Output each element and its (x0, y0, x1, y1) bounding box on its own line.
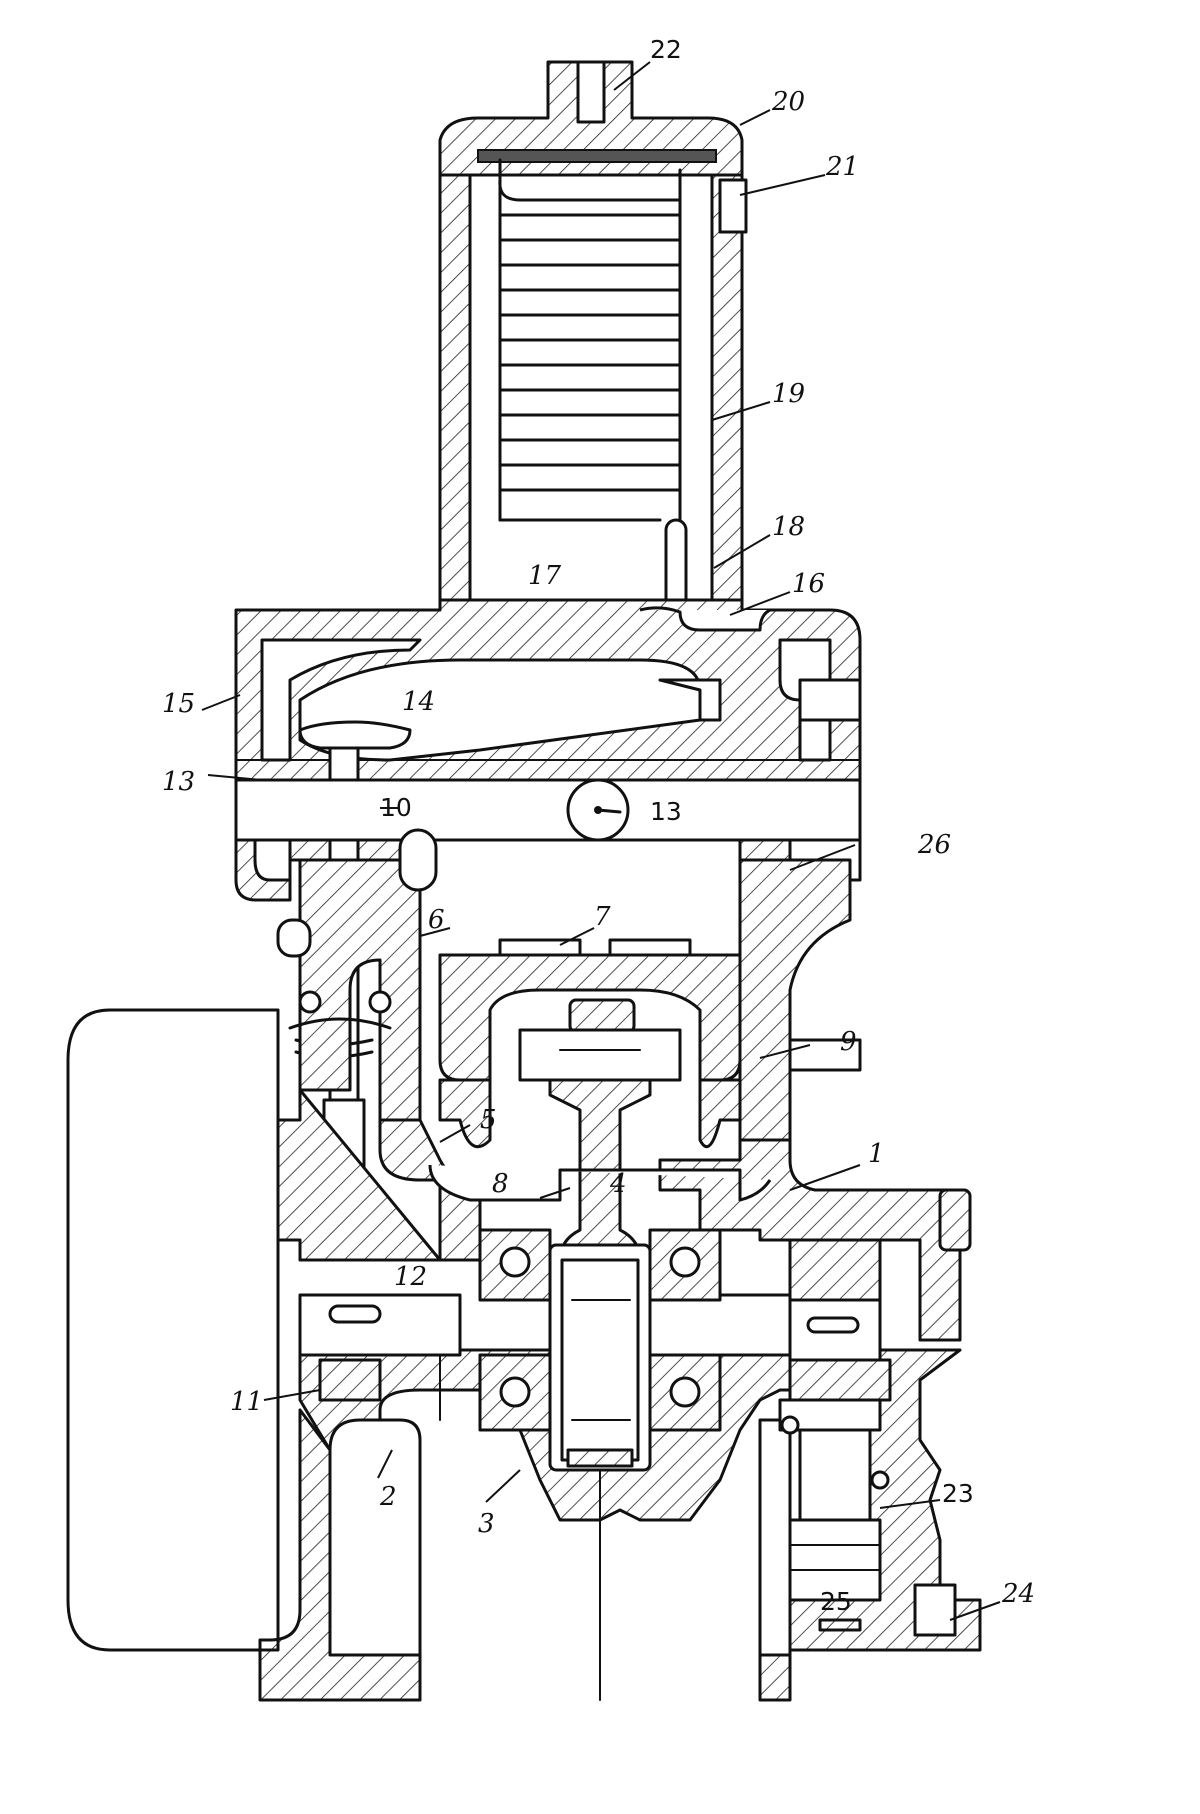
label-7: 7 (594, 902, 611, 932)
label-13-gauge: 13 (650, 797, 682, 826)
label-24: 24 (1001, 1579, 1035, 1609)
label-16: 16 (792, 569, 825, 599)
label-21: 21 (825, 152, 859, 182)
label-2: 2 (379, 1482, 397, 1512)
label-13-left: 13 (162, 767, 195, 797)
label-25: 25 (820, 1587, 852, 1616)
leader-lines (201, 61, 1001, 1621)
label-18: 18 (772, 512, 805, 542)
top-cap-assembly (438, 60, 744, 177)
label-9: 9 (840, 1027, 857, 1057)
radiator-housing (438, 173, 748, 602)
label-3: 3 (478, 1509, 495, 1539)
label-1: 1 (868, 1139, 885, 1169)
label-14: 14 (402, 687, 435, 717)
crossover-pipe (234, 778, 862, 842)
label-20: 20 (771, 87, 805, 117)
label-5: 5 (480, 1105, 497, 1135)
cylinder-block (276, 828, 862, 1142)
label-19: 19 (772, 379, 805, 409)
label-8: 8 (492, 1169, 509, 1199)
label-4: 4 (609, 1169, 627, 1199)
crankshaft (298, 1293, 792, 1421)
part-labels: 1 2 3 4 5 6 7 8 9 10 11 12 13 13 14 15 1… (162, 35, 1035, 1616)
label-15: 15 (162, 689, 195, 719)
piston-and-pin (438, 938, 742, 1149)
crank-pin (548, 1243, 652, 1701)
label-17: 17 (528, 561, 562, 591)
oil-pump (778, 1238, 957, 1637)
bearings (478, 1228, 722, 1432)
label-10: 10 (380, 793, 412, 822)
label-11: 11 (230, 1387, 263, 1417)
electric-motor-outline (66, 1008, 280, 1652)
label-12: 12 (394, 1262, 427, 1292)
label-22: 22 (650, 35, 682, 64)
label-6: 6 (428, 905, 445, 935)
condenser-coil (498, 158, 688, 612)
label-23: 23 (942, 1479, 974, 1508)
label-26: 26 (917, 830, 951, 860)
